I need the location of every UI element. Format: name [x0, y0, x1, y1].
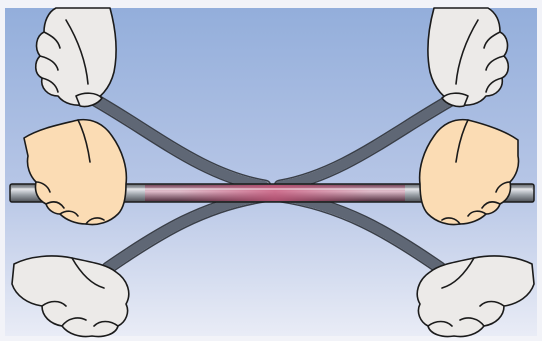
glove-hand-icon	[36, 8, 116, 107]
glove-hand-upper-right	[428, 8, 508, 107]
rod-heat-glow	[180, 185, 370, 201]
glove-hand-icon	[428, 8, 508, 107]
glove-hand-upper-left	[36, 8, 116, 107]
